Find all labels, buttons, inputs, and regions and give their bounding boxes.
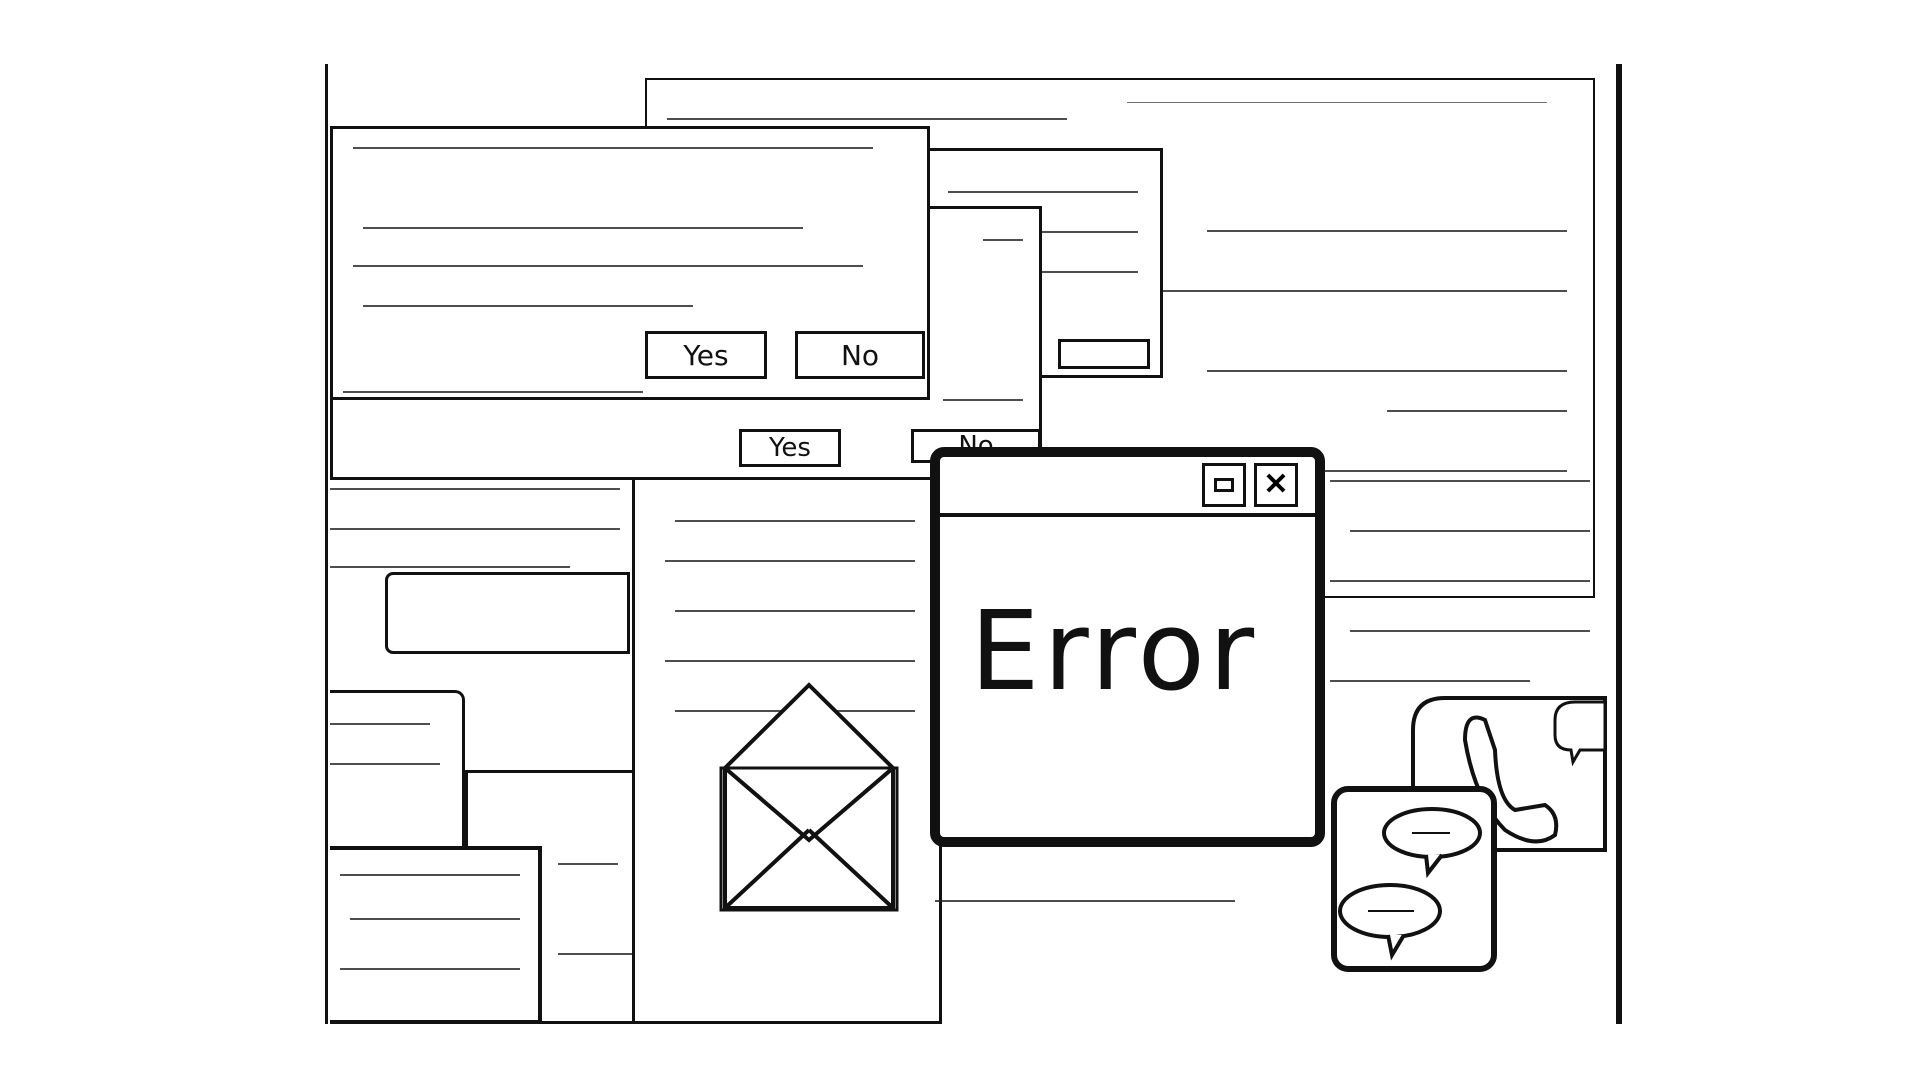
dialog-back-button[interactable] xyxy=(1058,339,1150,369)
left-panel-c xyxy=(330,846,542,1024)
error-window-titlebar[interactable]: ✕ xyxy=(940,457,1315,517)
dialog-front: Yes No xyxy=(330,126,930,400)
left-lines-top xyxy=(330,480,630,580)
dialog-front-no-button[interactable]: No xyxy=(795,331,925,379)
bottom-right-lines xyxy=(935,860,1335,1020)
error-window: ✕ Error xyxy=(930,447,1325,847)
dialog-front-yes-button[interactable]: Yes xyxy=(645,331,767,379)
chat-bubbles-icon[interactable] xyxy=(1330,785,1498,975)
left-tab-panel xyxy=(385,572,630,654)
error-message: Error xyxy=(970,587,1259,715)
right-text-lines xyxy=(1330,470,1610,710)
maximize-icon[interactable] xyxy=(1202,463,1246,507)
envelope-icon[interactable] xyxy=(705,680,913,915)
close-icon[interactable]: ✕ xyxy=(1254,463,1298,507)
dialog-middle-yes-button[interactable]: Yes xyxy=(739,429,841,467)
